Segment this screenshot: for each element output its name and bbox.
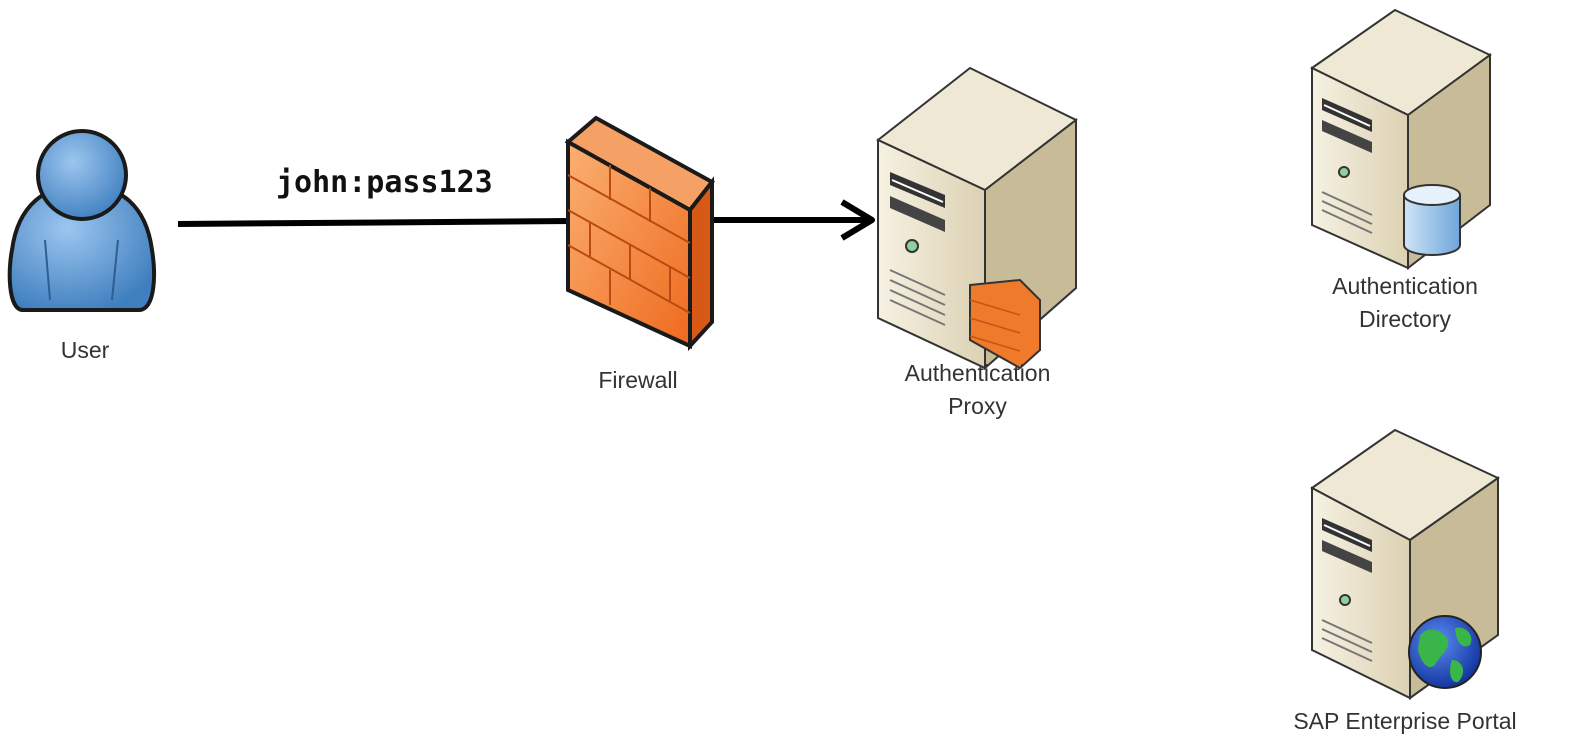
user-icon	[7, 129, 156, 312]
edge-user-firewall	[177, 218, 573, 227]
auth-proxy-label: Authentication Proxy	[904, 360, 1051, 419]
firewall-icon	[564, 115, 716, 352]
arrow-head-icon	[840, 199, 875, 241]
server-firewall-icon	[876, 66, 1078, 371]
credential-label: john:pass123	[276, 165, 493, 200]
user-label: User	[60, 337, 110, 363]
server-database-icon	[1310, 8, 1492, 271]
auth-directory-label: Authentication Directory	[1332, 273, 1478, 332]
firewall-label: Firewall	[598, 367, 678, 393]
sap-portal-label: SAP Enterprise Portal	[1293, 708, 1517, 734]
